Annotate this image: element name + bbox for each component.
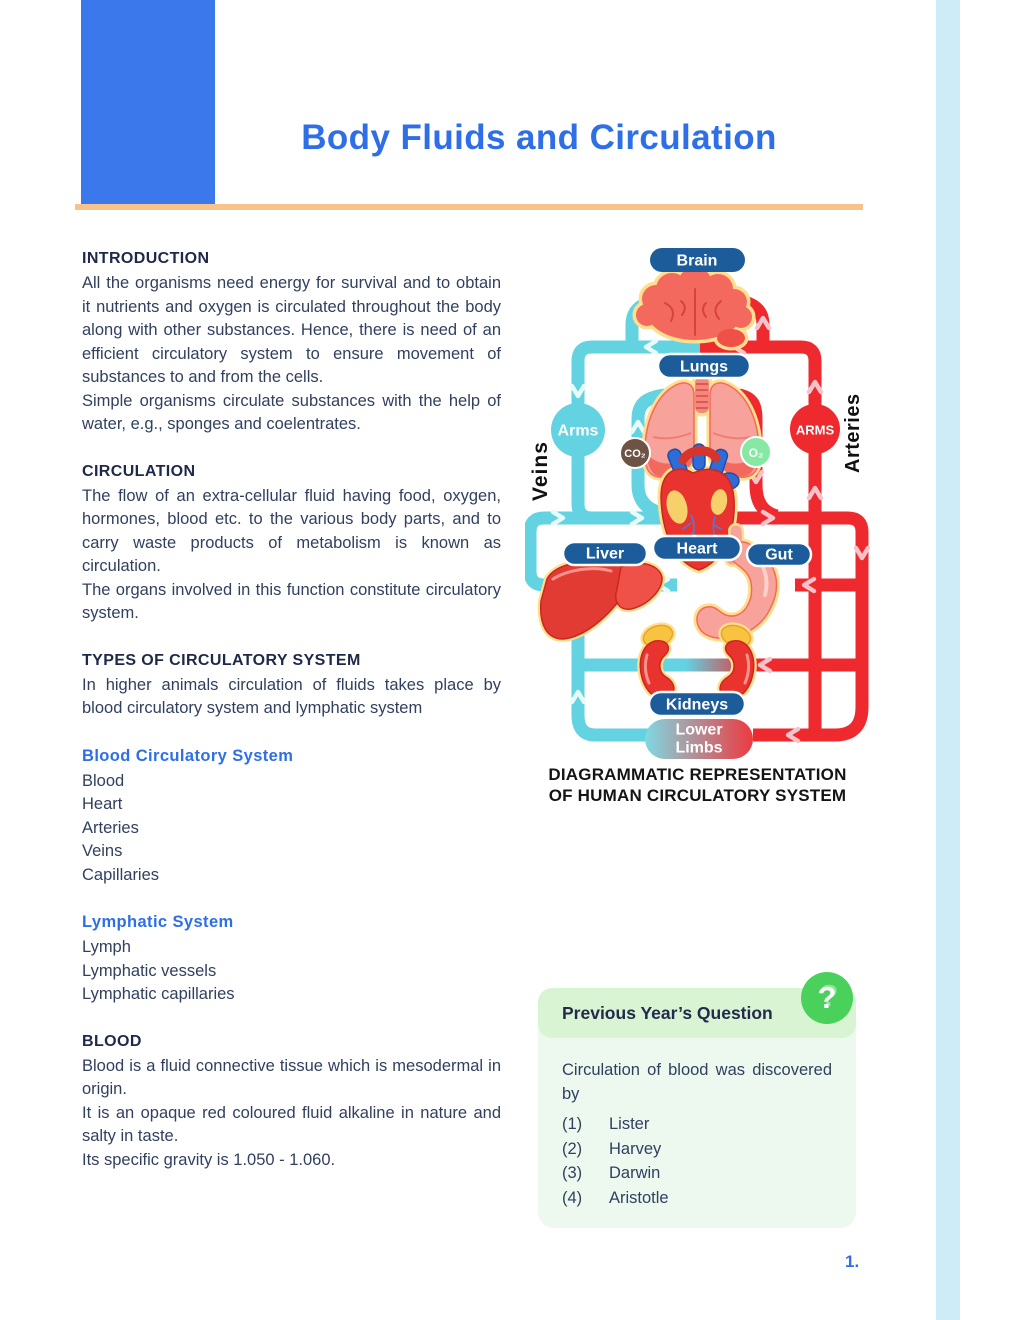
blood-paragraph-2: It is an opaque red coloured fluid alkal…: [82, 1103, 501, 1146]
list-item: Heart: [82, 795, 123, 813]
option-text: Aristotle: [609, 1188, 669, 1207]
previous-year-question-box: Previous Year’s Question ? Circulation o…: [538, 972, 856, 1228]
lower-limbs-pill-label-1: Lower: [675, 722, 722, 739]
question-box-title: Previous Year’s Question: [562, 1002, 773, 1023]
arms-vein-node: Arms: [551, 403, 605, 457]
subheading-blood-circulatory-system: Blood Circulatory System: [82, 746, 294, 765]
lower-limbs-pill-label-2: Limbs: [675, 740, 722, 757]
list-item: Lymphatic capillaries: [82, 985, 235, 1003]
o2-badge: O₂: [740, 436, 772, 468]
question-option: (2) Harvey: [562, 1137, 832, 1162]
liver-illustration: [537, 558, 665, 643]
question-text: Circulation of blood was discovered by: [562, 1061, 832, 1103]
section-heading-circulation: CIRCULATION: [82, 462, 196, 480]
list-item: Veins: [82, 842, 123, 860]
kidneys-illustration: [637, 622, 757, 702]
blood-paragraph-3: Its specific gravity is 1.050 - 1.060.: [82, 1150, 336, 1169]
arms-right-label: ARMS: [796, 423, 835, 438]
brain-pill-label: Brain: [677, 253, 718, 270]
question-options: (1) Lister (2) Harvey (3) Darwin (4) Ari…: [538, 1110, 856, 1210]
gut-pill-label: Gut: [765, 547, 793, 564]
arms-artery-node: ARMS: [790, 404, 840, 454]
option-text: Harvey: [609, 1139, 662, 1158]
page-edge-bar: [936, 0, 960, 1320]
question-mark-icon: ?: [801, 972, 853, 1024]
option-text: Lister: [609, 1115, 650, 1133]
diagram-caption: DIAGRAMMATIC REPRESENTATION OF HUMAN CIR…: [525, 764, 870, 806]
o2-label: O₂: [749, 446, 764, 460]
types-paragraph-1: In higher animals circulation of fluids …: [82, 675, 501, 718]
list-item: Lymph: [82, 938, 131, 956]
chapter-header-block: [81, 0, 215, 204]
circulatory-diagram-svg: CO₂ O₂ Arms ARMS Veins Arteries Brain: [525, 248, 870, 759]
page-number: 1.: [845, 1252, 860, 1271]
option-number: (4): [562, 1188, 583, 1207]
question-option: (1) Lister: [562, 1112, 832, 1137]
diagram-caption-line-2: OF HUMAN CIRCULATORY SYSTEM: [548, 786, 847, 805]
subheading-lymphatic-system: Lymphatic System: [82, 913, 234, 931]
main-text-column: INTRODUCTION All the organisms need ener…: [82, 250, 501, 1172]
intro-paragraph-1: All the organisms need energy for surviv…: [82, 274, 501, 386]
section-heading-introduction: INTRODUCTION: [82, 250, 210, 267]
option-number: (1): [562, 1115, 583, 1133]
list-item: Arteries: [82, 818, 139, 837]
arteries-label: Arteries: [842, 393, 864, 473]
circulatory-system-diagram: CO₂ O₂ Arms ARMS Veins Arteries Brain: [525, 245, 870, 806]
co2-label: CO₂: [624, 448, 646, 460]
artery-tubes: [700, 290, 869, 742]
lungs-pill-label: Lungs: [680, 359, 728, 376]
section-heading-blood: BLOOD: [82, 1032, 142, 1050]
heart-pill-label: Heart: [677, 541, 719, 558]
circulation-paragraph-1: The flow of an extra-cellular fluid havi…: [82, 486, 501, 576]
section-heading-types: TYPES OF CIRCULATORY SYSTEM: [82, 651, 361, 669]
co2-badge: CO₂: [619, 437, 651, 469]
option-number: (3): [562, 1164, 583, 1182]
arms-left-label: Arms: [558, 423, 599, 440]
question-option: (4) Aristotle: [562, 1186, 832, 1211]
option-number: (2): [562, 1139, 583, 1158]
circulation-paragraph-2: The organs involved in this function con…: [82, 580, 501, 623]
list-item: Lymphatic vessels: [82, 961, 217, 980]
list-item: Capillaries: [82, 865, 160, 884]
veins-label: Veins: [529, 441, 552, 501]
list-item: Blood: [82, 771, 125, 790]
question-box-header: Previous Year’s Question ?: [538, 972, 856, 1038]
organ-pills: Brain Lungs Heart Liver Gut Kidneys Lowe…: [561, 248, 813, 759]
page-title: Body Fluids and Circulation: [301, 118, 777, 157]
brain-illustration: [632, 263, 756, 351]
intro-paragraph-2: Simple organisms circulate substances wi…: [82, 391, 501, 434]
kidneys-pill-label: Kidneys: [666, 697, 728, 714]
liver-pill-label: Liver: [586, 546, 624, 563]
option-text: Darwin: [609, 1164, 661, 1182]
header-divider: [75, 204, 863, 210]
question-option: (3) Darwin: [562, 1161, 832, 1186]
diagram-caption-line-1: DIAGRAMMATIC REPRESENTATION: [548, 765, 847, 784]
blood-paragraph-1: Blood is a fluid connective tissue which…: [82, 1056, 501, 1099]
